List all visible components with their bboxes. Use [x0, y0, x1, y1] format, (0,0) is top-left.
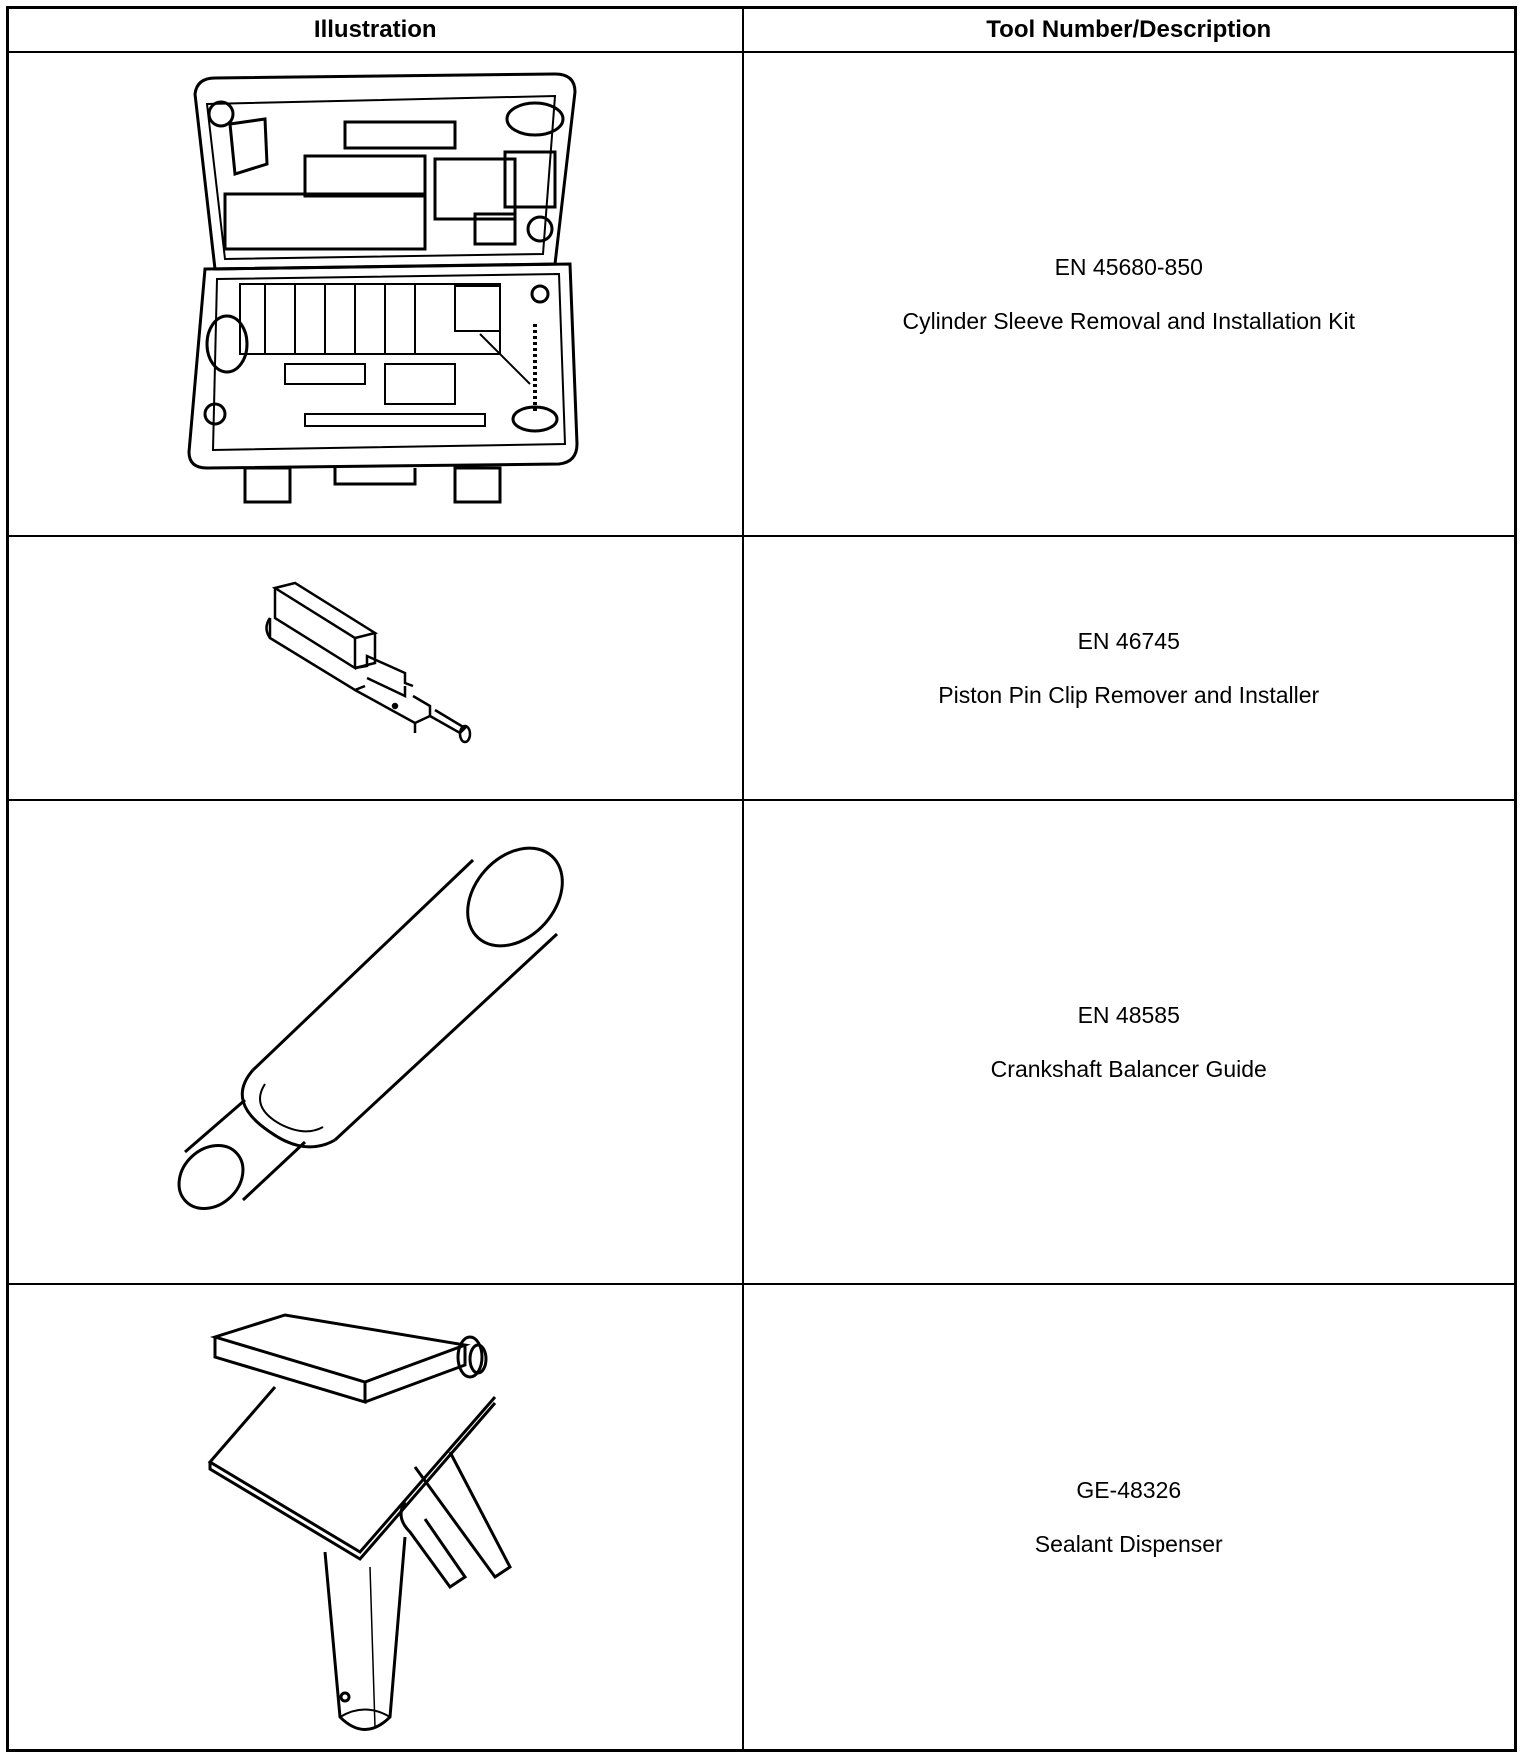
- description-column-header: Tool Number/Description: [741, 6, 1517, 53]
- description-cell: EN 48585 Crankshaft Balancer Guide: [741, 799, 1517, 1285]
- tool-number: GE-48326: [1076, 1477, 1182, 1503]
- tool-description: Cylinder Sleeve Removal and Installation…: [902, 308, 1356, 334]
- illustration-cell: [6, 799, 744, 1285]
- table-header-row: Illustration Tool Number/Description: [6, 6, 1517, 53]
- illustration-column-header: Illustration: [6, 6, 744, 53]
- illustration-cell: [6, 51, 744, 537]
- table-row: EN 48585 Crankshaft Balancer Guide: [6, 799, 1517, 1285]
- tool-kit-case-icon: [155, 64, 595, 524]
- tool-number: EN 46745: [1077, 628, 1180, 654]
- tool-description: Sealant Dispenser: [1034, 1531, 1223, 1557]
- tool-number: EN 45680-850: [1054, 254, 1203, 280]
- special-tools-table: Illustration Tool Number/Description: [6, 6, 1517, 1752]
- cylindrical-guide-icon: [155, 822, 595, 1262]
- description-cell: GE-48326 Sealant Dispenser: [741, 1283, 1517, 1752]
- sealant-dispenser-icon: [195, 1287, 555, 1747]
- table-row: EN 45680-850 Cylinder Sleeve Removal and…: [6, 51, 1517, 537]
- table-row: EN 46745 Piston Pin Clip Remover and Ins…: [6, 535, 1517, 801]
- table-row: GE-48326 Sealant Dispenser: [6, 1283, 1517, 1752]
- description-cell: EN 46745 Piston Pin Clip Remover and Ins…: [741, 535, 1517, 801]
- tool-number: EN 48585: [1077, 1002, 1180, 1028]
- tool-description: Crankshaft Balancer Guide: [990, 1056, 1267, 1082]
- illustration-cell: [6, 1283, 744, 1752]
- tool-description: Piston Pin Clip Remover and Installer: [938, 682, 1320, 708]
- illustration-cell: [6, 535, 744, 801]
- piston-pin-clip-tool-icon: [255, 578, 495, 758]
- description-cell: EN 45680-850 Cylinder Sleeve Removal and…: [741, 51, 1517, 537]
